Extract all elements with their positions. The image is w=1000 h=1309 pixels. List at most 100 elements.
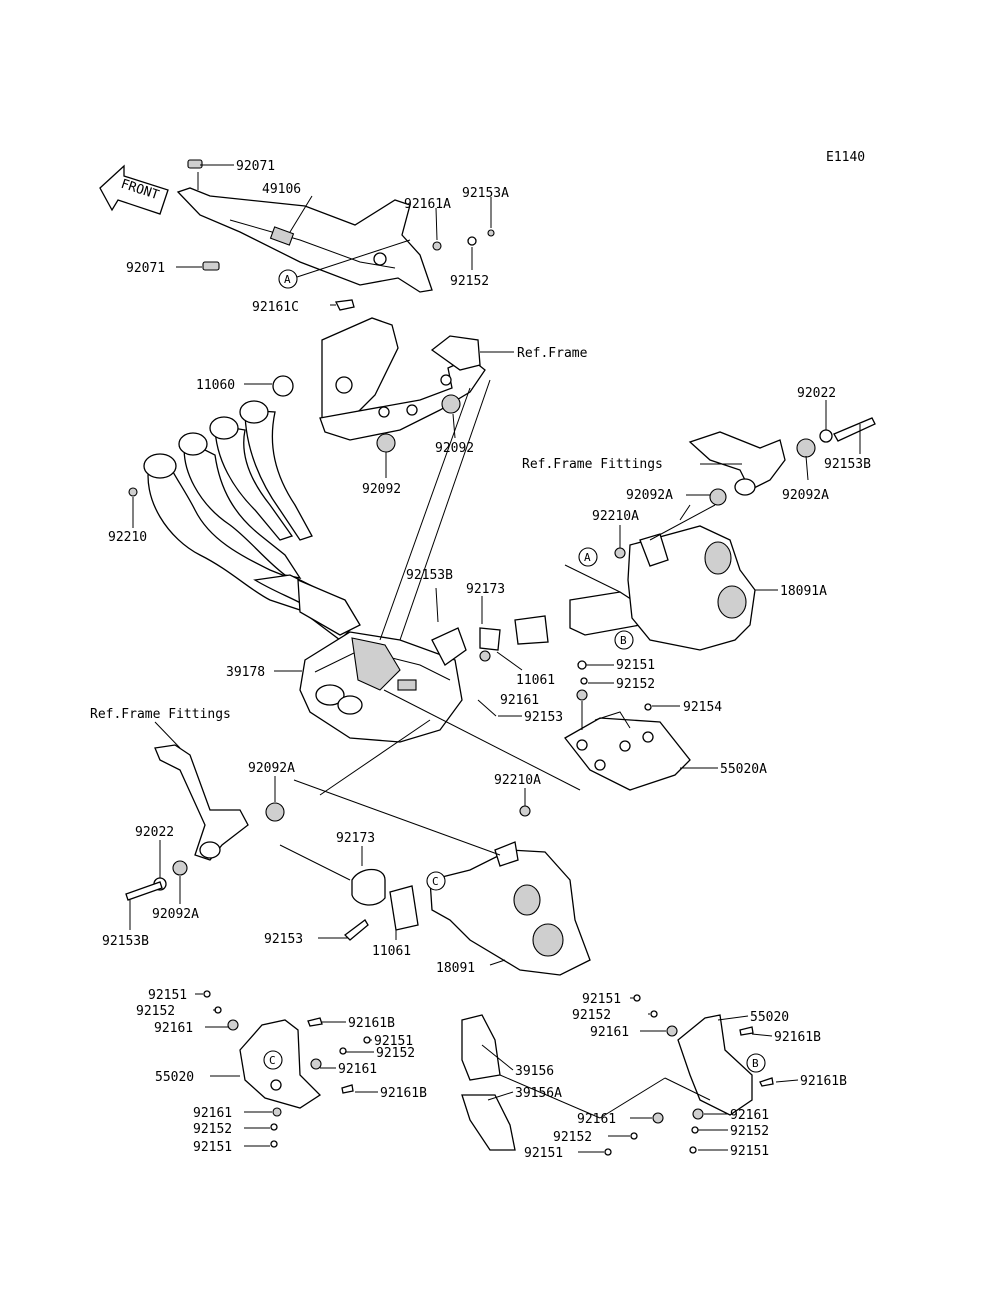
svg-text:C: C (269, 1054, 276, 1067)
svg-text:B: B (620, 634, 627, 647)
bushing-92092 (441, 394, 461, 414)
label-92210A-top: 92210A (592, 509, 639, 524)
label-br-39156: 39156 (515, 1064, 554, 1079)
label-11060: 11060 (196, 378, 235, 393)
label-bl-92161B-b: 92161B (380, 1086, 427, 1101)
label-92173-top: 92173 (466, 582, 505, 597)
label-bl-92161B-a: 92161B (348, 1016, 395, 1031)
label-92152-mid: 92152 (616, 677, 655, 692)
label-92153-low: 92153 (264, 932, 303, 947)
label-39178: 39178 (226, 665, 265, 680)
label-11061-low: 11061 (372, 944, 411, 959)
gasket-11061-low (389, 885, 419, 931)
label-bl-92161-a: 92161 (154, 1021, 193, 1036)
label-br-92161-a: 92161 (590, 1025, 629, 1040)
label-92173-low: 92173 (336, 831, 375, 846)
heat-guard-49106 (176, 159, 433, 293)
label-br-92151-a: 92151 (582, 992, 621, 1007)
label-92151-mid: 92151 (616, 658, 655, 673)
label-92161-mid: 92161 (500, 693, 539, 708)
label-92152-top: 92152 (450, 274, 489, 289)
svg-text:A: A (284, 273, 291, 286)
label-ref-frame-top: Ref.Frame (517, 346, 588, 361)
label-bl-92152-b: 92152 (376, 1046, 415, 1061)
label-br-92161-c: 92161 (730, 1108, 769, 1123)
frame-bracket (319, 317, 486, 441)
gasket-11061-top (514, 615, 549, 645)
leader-lines (129, 164, 861, 1153)
label-ref-frame-fittings-right: Ref.Frame Fittings (522, 457, 663, 472)
label-92071-top: 92071 (236, 159, 275, 174)
gasket-11060 (272, 375, 294, 397)
label-br-92151-c: 92151 (730, 1144, 769, 1159)
label-92092A-r2: 92092A (782, 488, 829, 503)
label-92161A: 92161A (404, 197, 451, 212)
label-92092-mid: 92092 (435, 441, 474, 456)
label-bl-92151-b: 92151 (374, 1034, 413, 1049)
label-bl-92152-a: 92152 (136, 1004, 175, 1019)
label-92092-low: 92092 (362, 482, 401, 497)
connector-pipe (431, 627, 467, 666)
label-br-92151-b: 92151 (524, 1146, 563, 1161)
label-92092A-left2: 92092A (152, 907, 199, 922)
label-bl-92161-b: 92161 (338, 1062, 377, 1077)
front-arrow-icon: FRONT (99, 164, 169, 215)
diagram-code: E1140 (826, 150, 865, 165)
label-92092A-r1: 92092A (626, 488, 673, 503)
clamp-92173-low (351, 868, 386, 906)
label-92071-left: 92071 (126, 261, 165, 276)
guard-55020-right (604, 994, 774, 1156)
exhaust-headers (128, 400, 361, 641)
label-br-55020: 55020 (750, 1010, 789, 1025)
silencer-chamber-39178 (299, 631, 463, 743)
label-bl-92161-c: 92161 (193, 1106, 232, 1121)
svg-text:B: B (752, 1057, 759, 1070)
clamp-92173-top (479, 627, 501, 651)
label-92161C: 92161C (252, 300, 299, 315)
footpeg-bracket-right (688, 431, 786, 496)
label-bl-55020: 55020 (155, 1070, 194, 1085)
ref-circle-c-mid: C (426, 871, 446, 891)
svg-text:C: C (432, 875, 439, 888)
label-92153-mid: 92153 (524, 710, 563, 725)
ref-circle-b-mid: B (614, 630, 634, 650)
label-92153B-mid: 92153B (406, 568, 453, 583)
label-br-92152-b: 92152 (553, 1130, 592, 1145)
label-92154: 92154 (683, 700, 722, 715)
label-ref-frame-fittings-left: Ref.Frame Fittings (90, 707, 231, 722)
label-br-92161B-b: 92161B (800, 1074, 847, 1089)
label-49106: 49106 (262, 182, 301, 197)
cover-39156 (461, 1014, 516, 1151)
label-11061-top: 11061 (516, 673, 555, 688)
label-92210A-low: 92210A (494, 773, 541, 788)
ref-circle-a-top: A (278, 269, 298, 289)
ref-circle-c-low: C (263, 1050, 283, 1070)
label-br-92152-c: 92152 (730, 1124, 769, 1139)
svg-text:A: A (584, 551, 591, 564)
label-br-39156A: 39156A (515, 1086, 562, 1101)
bushing-92092-low (376, 433, 396, 453)
label-92022-left: 92022 (135, 825, 174, 840)
part-labels: 92071 49106 92161A 92153A 92071 92152 92… (90, 159, 871, 1161)
label-bl-92151-a: 92151 (148, 988, 187, 1003)
footpeg-bracket-left (154, 744, 249, 861)
label-br-92161B-a: 92161B (774, 1030, 821, 1045)
label-92153B-right: 92153B (824, 457, 871, 472)
heat-shield-55020A (564, 711, 691, 791)
label-92153A: 92153A (462, 186, 509, 201)
ref-circle-a-right: A (578, 547, 598, 567)
label-18091A: 18091A (780, 584, 827, 599)
label-92153B-left: 92153B (102, 934, 149, 949)
muffler-18091 (429, 841, 591, 976)
label-bl-92152-c: 92152 (193, 1122, 232, 1137)
ref-circle-b-low: B (746, 1053, 766, 1073)
label-bl-92151-c: 92151 (193, 1140, 232, 1155)
muffler-18091A (569, 525, 756, 651)
label-br-92152-a: 92152 (572, 1008, 611, 1023)
label-92022-right: 92022 (797, 386, 836, 401)
label-18091: 18091 (436, 961, 475, 976)
label-92210: 92210 (108, 530, 147, 545)
label-92092A-left: 92092A (248, 761, 295, 776)
